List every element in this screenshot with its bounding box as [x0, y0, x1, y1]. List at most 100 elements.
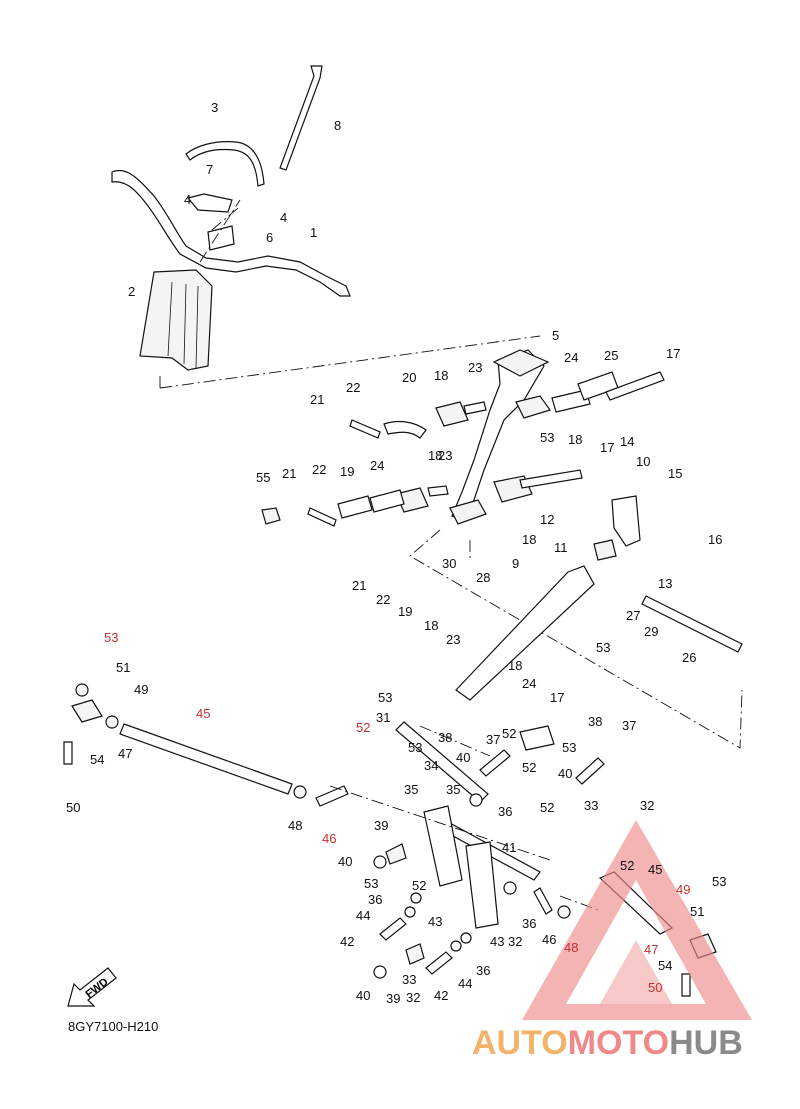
- bolt-37-b: [575, 757, 605, 785]
- handlebar-group: [111, 65, 351, 371]
- callout-label: 42: [434, 988, 448, 1003]
- callout-label: 25: [604, 348, 618, 363]
- handlebar-holder: [207, 225, 235, 251]
- callout-label: 39: [386, 991, 400, 1006]
- callout-label: 38: [588, 714, 602, 729]
- link-19: [337, 495, 373, 519]
- watermark-word-auto: AUTO: [472, 1024, 568, 1062]
- callout-label: 24: [564, 350, 578, 365]
- callout-label: 45: [196, 706, 210, 721]
- callout-label: 38: [438, 730, 452, 745]
- callout-label: 18: [522, 532, 536, 547]
- callout-label: 40: [338, 854, 352, 869]
- washer-44-a: [404, 906, 416, 918]
- callout-label: 18: [424, 618, 438, 633]
- guide-line-a: [199, 199, 241, 263]
- callout-label: 43: [428, 914, 442, 929]
- arm-32: [465, 841, 499, 929]
- callout-label: 22: [346, 380, 360, 395]
- callout-label: 6: [266, 230, 273, 245]
- callout-label: 52: [522, 760, 536, 775]
- bolt-50-right: [681, 973, 691, 997]
- callout-label: 23: [438, 448, 452, 463]
- callout-label: 50: [648, 980, 662, 995]
- callout-label: 2: [128, 284, 135, 299]
- callout-labels: 1234456789101112131415161717171818181818…: [66, 100, 726, 1006]
- callout-label: 46: [542, 932, 556, 947]
- rod-17-top: [605, 371, 665, 401]
- watermark-word-hub: HUB: [669, 1024, 743, 1062]
- callout-label: 51: [116, 660, 130, 675]
- callout-label: 22: [312, 462, 326, 477]
- callout-label: 10: [636, 454, 650, 469]
- callout-label: 17: [666, 346, 680, 361]
- callout-label: 52: [502, 726, 516, 741]
- callout-label: 32: [640, 798, 654, 813]
- callout-label: 18: [508, 658, 522, 673]
- callout-label: 17: [550, 690, 564, 705]
- link-24-mid: [369, 489, 405, 513]
- callout-label: 11: [554, 540, 568, 555]
- bolt-46: [315, 785, 349, 807]
- callout-label: 26: [682, 650, 696, 665]
- bushing-40-a: [373, 855, 387, 869]
- callout-label: 35: [446, 782, 460, 797]
- bushing-11: [593, 539, 617, 561]
- callout-label: 15: [668, 466, 682, 481]
- clamp-18-a: [515, 395, 551, 419]
- callout-label: 50: [66, 800, 80, 815]
- callout-label: 40: [558, 766, 572, 781]
- callout-label: 31: [376, 710, 390, 725]
- bolt-42-a: [379, 917, 407, 941]
- nut-49-left: [105, 715, 119, 729]
- callout-label: 7: [206, 162, 213, 177]
- callout-label: 5: [552, 328, 559, 343]
- callout-label: 23: [446, 632, 460, 647]
- callout-label: 30: [442, 556, 456, 571]
- callout-label: 36: [476, 963, 490, 978]
- fwd-arrow: FWD: [67, 967, 117, 1007]
- callout-label: 27: [626, 608, 640, 623]
- tie-rod-end-47: [71, 699, 103, 723]
- callout-label: 36: [368, 892, 382, 907]
- watermark-logo: [522, 820, 752, 1020]
- callout-label: 42: [340, 934, 354, 949]
- callout-label: 33: [402, 972, 416, 987]
- watermark-text: AUTOMOTOHUB: [472, 1024, 743, 1062]
- callout-label: 19: [398, 604, 412, 619]
- bolt-37: [479, 749, 511, 777]
- callout-label: 41: [502, 840, 516, 855]
- bushing-40-b: [373, 965, 387, 979]
- callout-label: 16: [708, 532, 722, 547]
- rod-26: [641, 595, 743, 653]
- callout-label: 48: [288, 818, 302, 833]
- bushing-39-b: [405, 943, 425, 965]
- callout-label: 45: [648, 862, 662, 877]
- callout-label: 53: [596, 640, 610, 655]
- nut-48-left: [293, 785, 307, 799]
- callout-label: 49: [676, 882, 690, 897]
- callout-label: 52: [356, 720, 370, 735]
- watermark-triangle: [522, 820, 752, 1020]
- nut-51-left: [75, 683, 89, 697]
- pin-23-a: [463, 401, 487, 415]
- callout-label: 53: [408, 740, 422, 755]
- callout-label: 43: [490, 934, 504, 949]
- drawing-code: 8GY7100-H210: [68, 1019, 158, 1034]
- steering-shaft: [455, 565, 595, 701]
- callout-label: 49: [134, 682, 148, 697]
- column-group: [261, 349, 665, 561]
- callout-label: 22: [376, 592, 390, 607]
- pin-23-b: [427, 485, 449, 497]
- callout-label: 8: [334, 118, 341, 133]
- arm-34: [423, 805, 463, 887]
- callout-label: 13: [658, 576, 672, 591]
- callout-label: 35: [404, 782, 418, 797]
- callout-label: 53: [562, 740, 576, 755]
- callout-label: 40: [356, 988, 370, 1003]
- callout-label: 21: [352, 578, 366, 593]
- callout-label: 34: [424, 758, 438, 773]
- column-top-plate: [492, 349, 550, 377]
- clamp-18-b: [435, 401, 469, 427]
